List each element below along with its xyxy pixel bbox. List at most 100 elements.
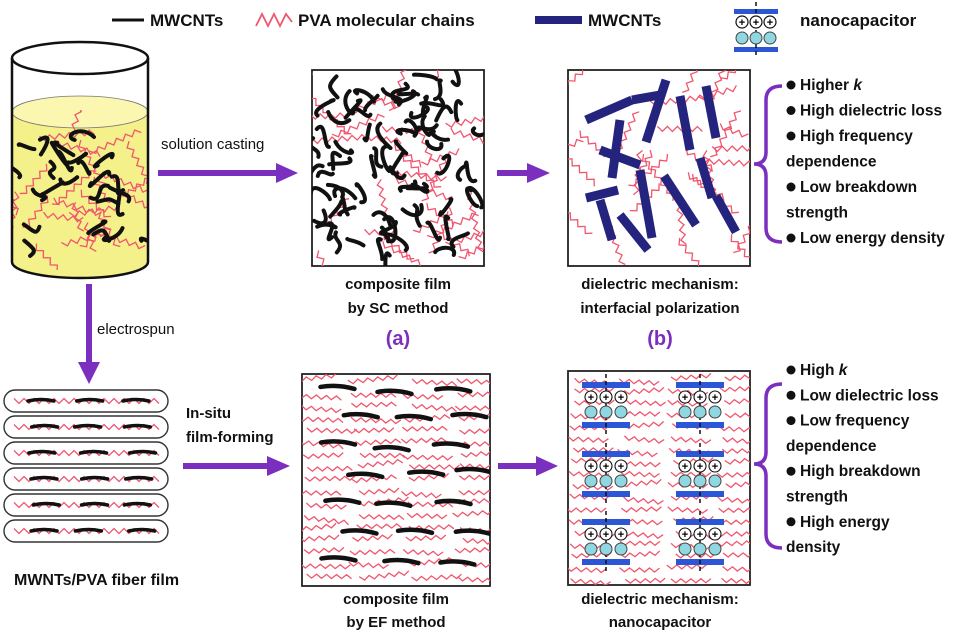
- svg-text:+: +: [739, 17, 745, 29]
- sc-film-caption-line2: by SC method: [348, 300, 449, 317]
- mwcnt: [412, 72, 439, 82]
- mwcnt: [88, 183, 110, 201]
- mwcnt: [330, 150, 342, 171]
- pva-chain: [350, 392, 397, 399]
- mwcnt: [93, 151, 115, 169]
- property-line: High k: [800, 362, 849, 379]
- pva-chain: [692, 173, 739, 214]
- pva-chain: [88, 129, 142, 155]
- svg-text:+: +: [712, 461, 718, 473]
- pva-chain: [721, 577, 750, 585]
- mwcnt: [438, 197, 454, 217]
- pva-chain: [458, 474, 490, 481]
- pva-chain: [12, 198, 20, 216]
- pva-chain: [457, 576, 490, 584]
- pva-chain: [302, 404, 342, 414]
- mwcnt: [341, 411, 381, 420]
- svg-text:+: +: [767, 17, 773, 29]
- svg-text:+: +: [682, 461, 688, 473]
- nanocapacitor-unit: +++: [676, 511, 724, 573]
- pva-chain: [568, 138, 584, 148]
- mwcnt: [372, 444, 411, 453]
- legend-nanocapacitor-label: nanocapacitor: [800, 11, 917, 30]
- mwcnt: [318, 383, 357, 392]
- svg-text:+: +: [618, 392, 624, 404]
- mwcnt: [395, 527, 435, 536]
- pva-chain: [388, 70, 407, 112]
- arrows: [78, 163, 558, 476]
- beaker-rim: [10, 40, 150, 76]
- fiber-mwcnt: [122, 501, 153, 507]
- mwcnt: [453, 99, 464, 123]
- mwcnt: [363, 93, 380, 113]
- pva-chain: [358, 513, 405, 521]
- pva-chain: [456, 378, 490, 385]
- fiber-mwcnt: [26, 397, 56, 403]
- interfacial-mwcnts: [584, 78, 740, 253]
- property-line: Low breakdown: [800, 179, 917, 196]
- mwcnt: [429, 129, 450, 142]
- property-line: strength: [786, 489, 848, 506]
- insitu-label-line2: film-forming: [186, 429, 274, 446]
- mechanism-b-caption-line2: nanocapacitor: [609, 614, 712, 631]
- mwcnt: [434, 498, 473, 507]
- fiber-mwcnt: [29, 423, 60, 429]
- mwcnt: [433, 245, 457, 257]
- pva-chain: [722, 552, 750, 558]
- pva-chain: [351, 474, 397, 484]
- pva-chain: [331, 113, 385, 138]
- pva-chain: [568, 70, 584, 88]
- ef-film-caption-line2: by EF method: [346, 614, 445, 631]
- legend-pva-swatch: [255, 11, 293, 29]
- mwcnt: [337, 205, 357, 217]
- pva-chain: [394, 143, 422, 168]
- pva-chain: [619, 567, 660, 573]
- fiber-mwcnt: [122, 423, 153, 429]
- mwcnt: [412, 203, 422, 228]
- mwcnt: [449, 231, 470, 249]
- fiber-mwcnt: [73, 527, 104, 533]
- mwcnt: [315, 169, 335, 178]
- mwcnt: [109, 174, 126, 194]
- mwcnt: [393, 89, 417, 104]
- svg-text:+: +: [697, 392, 703, 404]
- pva-chain: [402, 154, 442, 188]
- mwcnt: [21, 222, 42, 234]
- pva-chain: [716, 540, 750, 547]
- pva-chain: [722, 565, 750, 573]
- mwcnt: [76, 159, 92, 176]
- mwcnt: [340, 528, 379, 536]
- mwcnt: [345, 237, 366, 248]
- pva-chain: [724, 374, 750, 382]
- pva-chain: [568, 436, 609, 444]
- pva-chain: [302, 522, 337, 532]
- brace-sc: [753, 84, 783, 244]
- pva-chain: [421, 155, 447, 202]
- pva-chain: [656, 125, 703, 133]
- pva-chain: [307, 465, 353, 473]
- pva-chain: [454, 546, 490, 554]
- arrow-electrospun: [78, 284, 100, 384]
- mwcnt: [139, 236, 148, 244]
- pva-chain: [124, 190, 148, 209]
- pva-chain: [568, 158, 595, 187]
- nanocapacitor-unit: +++: [676, 374, 724, 436]
- property-line: High dielectric loss: [800, 103, 942, 120]
- mwcnt: [470, 126, 484, 138]
- pva-chain: [302, 452, 344, 460]
- pva-chain: [303, 515, 349, 526]
- mwcnt: [362, 122, 372, 143]
- fiber-mwcnt: [123, 475, 154, 481]
- mwcnt: [326, 221, 335, 242]
- pva-chain: [670, 577, 712, 584]
- pva-chain: [408, 464, 460, 471]
- legend-nanocapacitor-icon: + + +: [734, 2, 778, 56]
- pva-chain: [411, 378, 458, 387]
- pva-chain: [670, 372, 712, 382]
- mwcnt: [343, 89, 356, 116]
- mwcnt: [312, 163, 325, 175]
- svg-text:+: +: [712, 529, 718, 541]
- mwcnt: [333, 230, 343, 255]
